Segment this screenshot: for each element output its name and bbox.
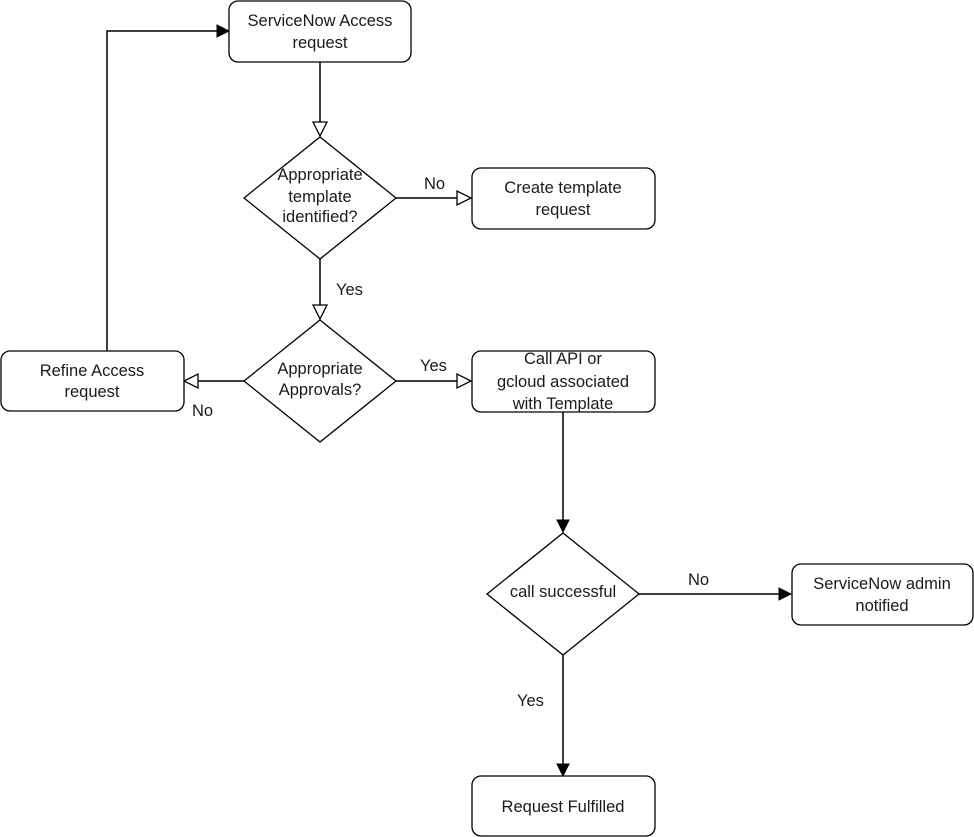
edge-template-yes bbox=[311, 259, 329, 321]
approvals-decision: Appropriate Approvals? bbox=[242, 319, 398, 443]
call-api-node: Call API or gcloud associated with Templ… bbox=[471, 350, 656, 413]
node-text: associated bbox=[546, 373, 629, 391]
edge-call-no bbox=[639, 587, 793, 601]
edge-template-no bbox=[396, 189, 473, 207]
edge-label-call-no: No bbox=[688, 571, 709, 589]
node-text: request bbox=[64, 383, 119, 401]
template-identified-decision: Appropriate template identified? bbox=[242, 136, 398, 260]
create-template-request-node: Create template request bbox=[471, 167, 656, 230]
edge-request-to-template-check bbox=[311, 62, 329, 138]
edge-label-template-yes: Yes bbox=[336, 281, 363, 299]
edge-call-yes bbox=[556, 655, 570, 778]
node-text: ServiceNow admin bbox=[813, 575, 951, 593]
decision-text: Appropriate bbox=[277, 166, 362, 184]
node-text: request bbox=[292, 34, 347, 52]
decision-text: Appropriate bbox=[277, 360, 362, 378]
node-text: Call API or bbox=[524, 350, 602, 368]
node-text: notified bbox=[855, 597, 908, 615]
edge-label-approvals-yes: Yes bbox=[420, 357, 447, 375]
admin-notified-node: ServiceNow admin notified bbox=[791, 563, 974, 626]
edge-refine-loop-back bbox=[106, 24, 231, 351]
servicenow-access-request-node: ServiceNow Access request bbox=[228, 0, 412, 63]
node-text: ServiceNow Access bbox=[248, 12, 393, 30]
edge-label-approvals-no: No bbox=[192, 402, 213, 420]
decision-text: call successful bbox=[510, 583, 616, 601]
edge-approvals-yes bbox=[396, 372, 473, 390]
node-text: with Template bbox=[512, 395, 614, 413]
node-text: Refine Access bbox=[40, 362, 145, 380]
decision-text: template bbox=[288, 188, 351, 206]
edge-label-call-yes: Yes bbox=[517, 692, 544, 710]
node-text: gcloud associated bbox=[497, 373, 629, 391]
request-fulfilled-node: Request Fulfilled bbox=[471, 775, 656, 837]
node-text: Create template bbox=[504, 179, 621, 197]
decision-text: identified? bbox=[282, 208, 357, 226]
edge-approvals-no bbox=[182, 372, 244, 390]
call-successful-decision: call successful bbox=[485, 532, 641, 656]
gcloud-code-text: gcloud bbox=[497, 373, 546, 391]
node-text: Request Fulfilled bbox=[502, 798, 625, 816]
node-text: request bbox=[535, 201, 590, 219]
edge-label-template-no: No bbox=[424, 175, 445, 193]
decision-text: Approvals? bbox=[279, 381, 362, 399]
edge-call-api-to-check bbox=[556, 412, 570, 534]
refine-access-request-node: Refine Access request bbox=[0, 350, 185, 412]
